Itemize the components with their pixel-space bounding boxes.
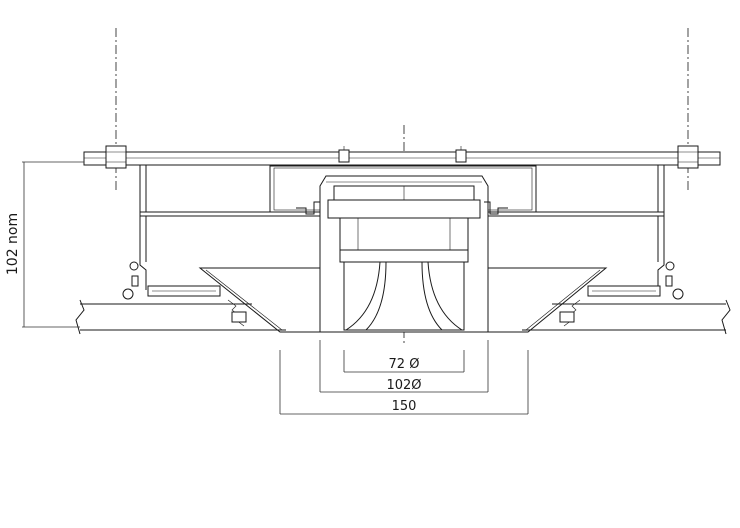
mid-diameter-label: 102Ø xyxy=(386,378,421,393)
left-bracket-screw xyxy=(129,261,139,271)
height-dimension: 102 nom xyxy=(5,161,84,328)
plate-bolt-right xyxy=(455,149,467,163)
right-hanger-nut xyxy=(677,145,699,169)
inner-diameter-label: 72 Ø xyxy=(389,357,420,372)
inner-diameter-dimension: 72 Ø xyxy=(343,350,465,373)
baffle-trim xyxy=(198,267,608,333)
height-dimension-label: 102 nom xyxy=(5,213,21,275)
plate-bolt-left xyxy=(338,149,350,163)
horn-waveguide xyxy=(343,261,465,331)
right-bracket-screw xyxy=(665,261,675,271)
mid-diameter-dimension: 102Ø xyxy=(319,340,489,393)
outer-width-dimension: 150 xyxy=(279,350,529,415)
outer-width-label: 150 xyxy=(392,399,417,414)
left-hanger-nut xyxy=(105,145,127,169)
top-mounting-plate xyxy=(83,145,721,169)
ceiling-tile xyxy=(75,285,731,335)
